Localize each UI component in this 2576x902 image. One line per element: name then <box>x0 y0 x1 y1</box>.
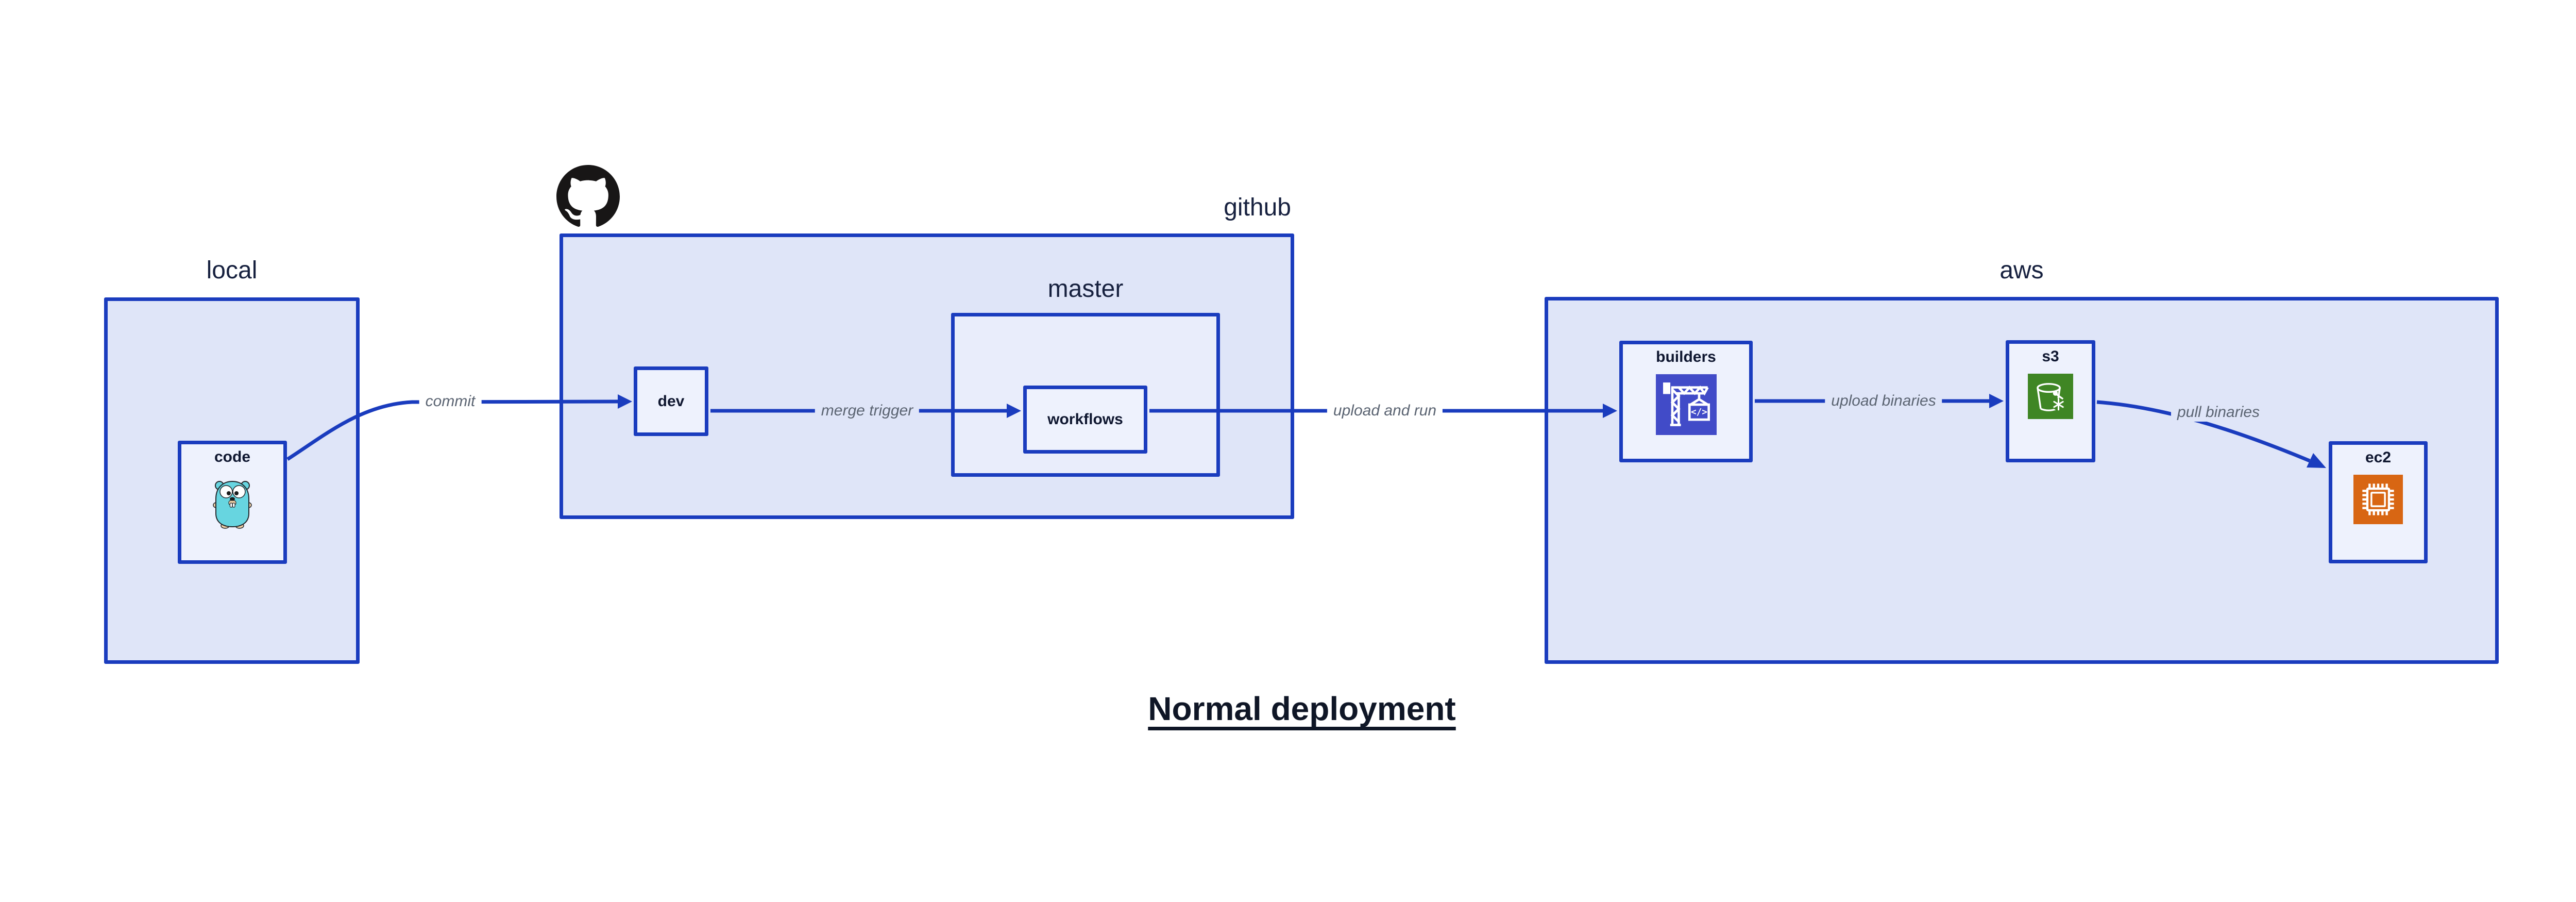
node-dev: dev <box>634 366 708 436</box>
go-gopher-icon <box>213 480 252 529</box>
node-code: code <box>178 441 287 564</box>
edge-commit-label: commit <box>419 392 482 411</box>
edge-pull-binaries-label: pull binaries <box>2171 403 2266 422</box>
node-ec2-label: ec2 <box>2365 449 2392 466</box>
edge-upload-binaries-label: upload binaries <box>1825 392 1942 410</box>
github-logo-icon <box>556 165 620 227</box>
node-workflows: workflows <box>1023 386 1147 454</box>
diagram-title-text: Normal deployment <box>1148 690 1456 727</box>
construction-crane-icon: </> <box>1655 374 1717 435</box>
node-s3: s3 <box>2006 340 2095 462</box>
bucket-snowflake-icon <box>2028 374 2073 419</box>
group-github-label: github <box>1224 194 1291 221</box>
group-aws-label: aws <box>1999 257 2044 284</box>
group-local-label: local <box>206 257 258 284</box>
svg-text:</>: </> <box>1690 407 1707 417</box>
cpu-chip-icon <box>2353 475 2403 524</box>
edge-merge-trigger-label: merge trigger <box>815 402 920 420</box>
node-ec2: ec2 <box>2329 441 2428 563</box>
group-master-label: master <box>1047 275 1124 303</box>
node-builders-label: builders <box>1656 348 1716 365</box>
node-s3-label: s3 <box>2042 348 2059 365</box>
node-dev-label: dev <box>657 392 685 410</box>
node-builders: builders </> <box>1619 341 1753 462</box>
node-code-label: code <box>214 448 251 465</box>
diagram-title: Normal deployment <box>0 690 2576 728</box>
node-workflows-label: workflows <box>1047 411 1123 428</box>
edge-upload-and-run-label: upload and run <box>1327 402 1443 420</box>
